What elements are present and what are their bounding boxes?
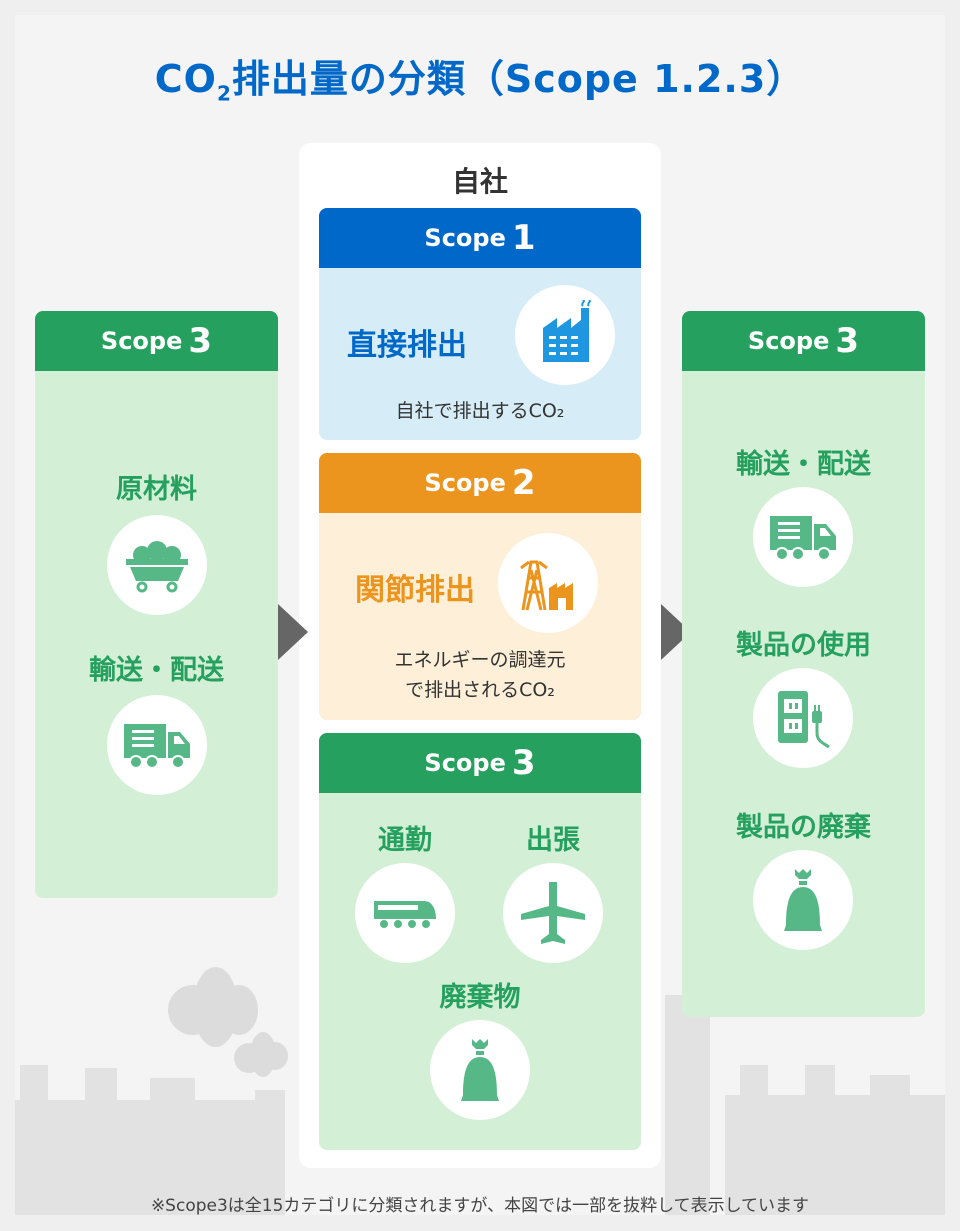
arrow-right-icon	[278, 604, 308, 660]
factory-icon	[515, 285, 615, 385]
airplane-icon	[503, 863, 603, 963]
power-plant-icon	[498, 533, 598, 633]
scope1-desc: 自社で排出するCO₂	[395, 400, 565, 422]
garbage-bag-icon	[430, 1020, 530, 1120]
transport-upstream-label: 輸送・配送	[89, 655, 224, 686]
product-disposal-label: 製品の廃棄	[736, 812, 871, 843]
train-icon	[355, 863, 455, 963]
garbage-bag-icon	[753, 850, 853, 950]
business-trip-label: 出張	[526, 825, 580, 856]
scope2-desc-line2: で排出されるCO₂	[405, 679, 555, 701]
page-title: CO2排出量の分類（Scope 1.2.3）	[154, 57, 806, 106]
commute-label: 通勤	[378, 825, 432, 856]
scope1-label: 直接排出	[347, 328, 467, 363]
footnote: ※Scope3は全15カテゴリに分類されますが、本図では一部を抜粋して表示してい…	[150, 1196, 810, 1216]
scope2-desc-line1: エネルギーの調達元	[394, 649, 566, 671]
scope2-label: 関節排出	[355, 573, 475, 608]
raw-materials-label: 原材料	[116, 474, 197, 505]
truck-icon	[107, 695, 207, 795]
truck-icon	[753, 487, 853, 587]
product-use-label: 製品の使用	[736, 630, 871, 661]
mine-cart-icon	[107, 515, 207, 615]
outlet-plug-icon	[753, 668, 853, 768]
transport-downstream-label: 輸送・配送	[736, 449, 871, 480]
waste-label: 廃棄物	[439, 982, 521, 1013]
own-company-label: 自社	[451, 165, 508, 198]
